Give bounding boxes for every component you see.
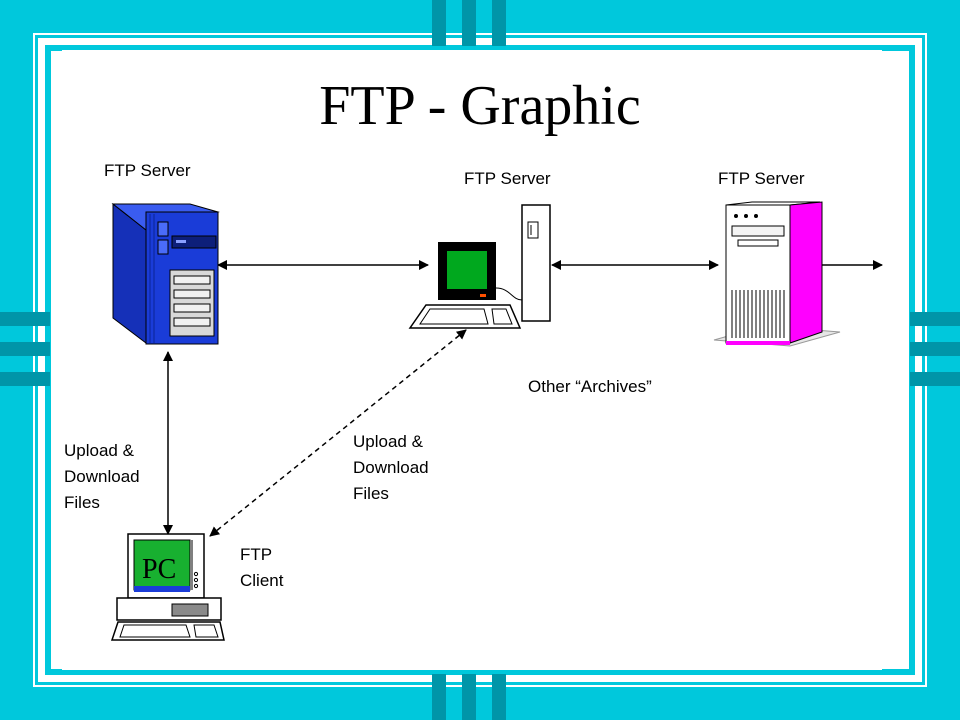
workstation-icon bbox=[408, 204, 551, 329]
label-upload-left-line: Download bbox=[64, 467, 140, 486]
label-upload-right-line: Upload & bbox=[353, 432, 423, 451]
label-upload-left-line: Upload & bbox=[64, 441, 134, 460]
page-title: FTP - Graphic bbox=[319, 75, 641, 137]
label-upload-left: Upload & Download Files bbox=[64, 438, 140, 516]
pc-label: PC bbox=[142, 554, 176, 585]
label-ftp-client-line: FTP bbox=[240, 545, 273, 564]
server-cabinet-icon bbox=[713, 201, 841, 347]
label-upload-left-line: Files bbox=[64, 493, 100, 512]
tower-server-icon bbox=[111, 202, 220, 345]
label-other-archives: Other “Archives” bbox=[528, 377, 652, 396]
label-server-left: FTP Server bbox=[104, 161, 191, 180]
pc-icon: PC bbox=[110, 533, 225, 641]
label-server-right: FTP Server bbox=[718, 169, 805, 188]
connections bbox=[163, 260, 883, 537]
label-ftp-client: FTP Client bbox=[240, 542, 283, 594]
link-pc-middle-server bbox=[209, 329, 467, 537]
label-ftp-client-line: Client bbox=[240, 571, 284, 590]
label-upload-right-line: Files bbox=[353, 484, 389, 503]
label-server-middle: FTP Server bbox=[464, 169, 551, 188]
label-upload-right: Upload & Download Files bbox=[353, 429, 429, 507]
label-upload-right-line: Download bbox=[353, 458, 429, 477]
